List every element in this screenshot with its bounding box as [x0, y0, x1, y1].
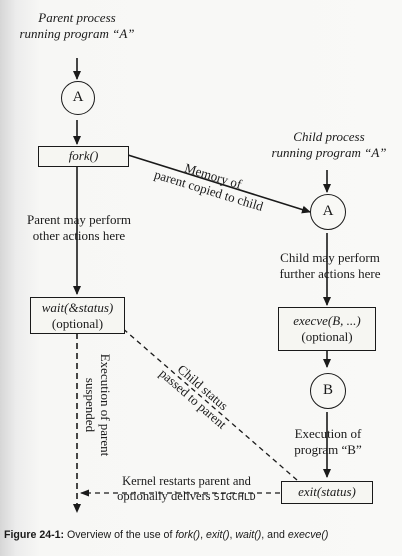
- fork-box: fork(): [38, 146, 129, 167]
- caption-exit: exit(): [205, 529, 230, 541]
- sigchld-signal: SIGCHLD: [213, 492, 256, 503]
- child-may-perform-line1: Child may perform: [280, 250, 380, 265]
- child-may-perform-line2: further actions here: [279, 266, 381, 281]
- parent-process-line1: Parent process: [38, 10, 116, 25]
- kernel-restarts-line2: optionally delivers SIGCHLD: [99, 489, 274, 505]
- kernel-restarts-label: Kernel restarts parent and optionally de…: [99, 474, 274, 505]
- execution-program-b-line2: program “B”: [294, 442, 362, 457]
- execve-box: execve(B, ...) (optional): [278, 307, 376, 351]
- caption-text: Overview of the use of: [64, 529, 176, 541]
- child-may-perform-label: Child may perform further actions here: [263, 250, 397, 282]
- figure-number: Figure 24-1:: [4, 529, 65, 541]
- caption-wait: wait(): [235, 529, 262, 541]
- caption-fork: fork(): [175, 529, 201, 541]
- execve-optional-label: (optional): [301, 329, 353, 344]
- kernel-delivers-text: optionally delivers: [117, 489, 211, 503]
- child-process-line1: Child process: [293, 129, 365, 144]
- wait-label: wait(&status): [41, 300, 114, 315]
- parent-program-a-letter: A: [72, 89, 84, 105]
- wait-optional-label: (optional): [51, 316, 104, 331]
- parent-program-a-node: A: [61, 81, 95, 115]
- execution-suspended-line2: suspended: [83, 377, 98, 433]
- arrow-child-status-to-wait: [112, 319, 298, 481]
- kernel-restarts-line1: Kernel restarts parent and: [122, 474, 251, 488]
- wait-box: wait(&status) (optional): [30, 297, 125, 334]
- arrow-fork-to-child-a: [127, 154, 311, 214]
- parent-process-line2: running program “A”: [19, 26, 135, 41]
- child-program-a-node: A: [310, 194, 346, 230]
- exit-box: exit(status): [281, 481, 373, 504]
- child-process-line2: running program “A”: [271, 145, 387, 160]
- parent-may-perform-line1: Parent may perform: [27, 212, 131, 227]
- execve-label: execve(B, ...): [293, 313, 361, 328]
- caption-sep1: ,: [200, 529, 206, 541]
- parent-process-label: Parent process running program “A”: [2, 10, 152, 42]
- execution-program-b-label: Execution of program “B”: [273, 426, 383, 458]
- child-program-a-letter: A: [322, 203, 334, 219]
- parent-may-perform-line2: other actions here: [32, 228, 126, 243]
- child-process-label: Child process running program “A”: [262, 129, 396, 161]
- child-program-b-letter: B: [322, 382, 333, 398]
- execution-suspended-line1: Execution of parent: [98, 353, 113, 457]
- caption-sep2: ,: [229, 529, 236, 541]
- child-program-b-node: B: [310, 373, 346, 409]
- exit-label: exit(status): [298, 484, 356, 499]
- caption-sep3: , and: [261, 529, 288, 541]
- parent-may-perform-label: Parent may perform other actions here: [10, 212, 148, 244]
- figure-caption: Figure 24-1: Overview of the use of fork…: [4, 529, 402, 541]
- caption-execve: execve(): [287, 529, 329, 541]
- execution-program-b-line1: Execution of: [294, 426, 362, 441]
- fork-label: fork(): [68, 148, 99, 163]
- execution-suspended-label: Execution of parent suspended: [83, 340, 113, 470]
